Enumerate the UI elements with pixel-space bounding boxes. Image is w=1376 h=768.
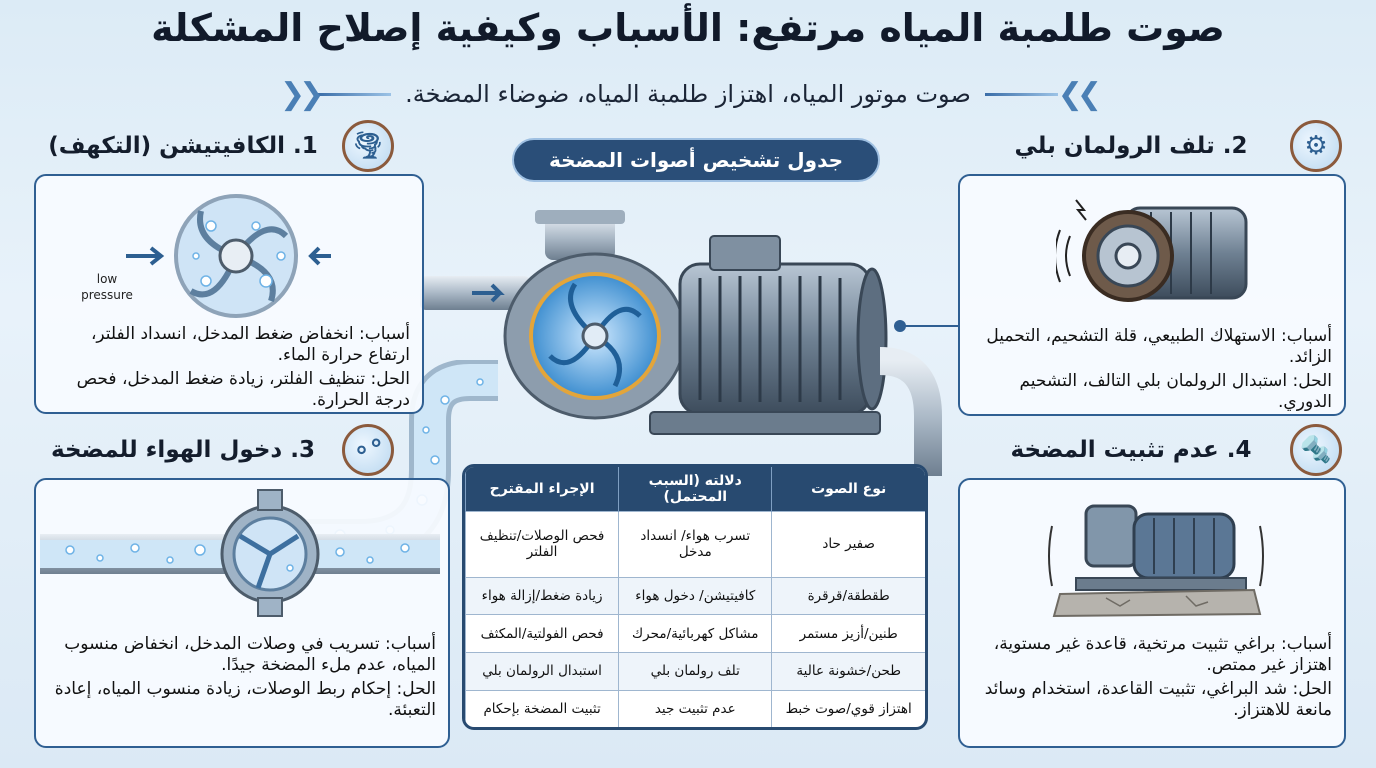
section-bearing-title: 2. تلف الرولمان بلي — [1014, 133, 1248, 159]
col-header-action: الإجراء المقترح — [465, 467, 619, 511]
table-cell: زيادة ضغط/إزالة هواء — [465, 576, 619, 615]
mounting-text: أسباب: براغي تثبيت مرتخية، قاعدة غير مست… — [974, 634, 1332, 723]
motor-endcap — [856, 267, 888, 411]
col-header-cause: دلالته (السبب المحتمل) — [618, 467, 772, 511]
table-cell: طحن/خشونة عالية — [771, 652, 925, 691]
table-row: طنين/أزيز مستمر مشاكل كهربائية/محرك فحص … — [465, 614, 925, 653]
outlet-flange — [535, 210, 625, 224]
bubbles-icon: ∘° — [342, 424, 394, 476]
cavitation-causes: أسباب: انخفاض ضغط المدخل، انسداد الفلتر،… — [90, 324, 410, 366]
table-cell: عدم تثبيت جيد — [618, 689, 772, 727]
air-fix: الحل: إحكام ربط الوصلات، زيادة منسوب الم… — [54, 678, 436, 720]
table-cell: طقطقة/قرقرة — [771, 576, 925, 615]
table-row: اهتزاز قوي/صوت خبط عدم تثبيت جيد تثبيت ا… — [465, 689, 925, 727]
cavitation-fix: الحل: تنظيف الفلتر، زيادة ضغط المدخل، فح… — [76, 368, 410, 410]
bearing-text: أسباب: الاستهلاك الطبيعي، قلة التشحيم، ا… — [974, 326, 1332, 415]
page-subtitle: صوت موتور المياه، اهتزاز طلمبة المياه، ض… — [405, 80, 971, 108]
air-causes: أسباب: تسريب في وصلات المدخل، انخفاض منس… — [64, 634, 436, 676]
table-row: صفير حاد تسرب هواء/ انسداد مدخل فحص الوص… — [465, 510, 925, 578]
table-cell: استبدال الرولمان بلي — [465, 652, 619, 691]
label-line: low — [96, 272, 118, 286]
flow-arrow-icon — [472, 283, 505, 303]
table-header-row: نوع الصوت دلالته (السبب المحتمل) الإجراء… — [465, 467, 925, 511]
section-air-header: ∘° 3. دخول الهواء للمضخة — [34, 424, 394, 476]
section-bearing-header: 2. تلف الرولمان بلي ⚙ — [982, 120, 1342, 172]
table-row: طقطقة/قرقرة كافيتيشن/ دخول هواء زيادة ضغ… — [465, 576, 925, 615]
table-cell: كافيتيشن/ دخول هواء — [618, 576, 772, 615]
chevron-right-icon: ❯❯ — [1057, 76, 1102, 112]
label-line: pressure — [81, 287, 133, 302]
outlet-pipe — [545, 216, 615, 260]
mounting-diagram — [1048, 504, 1264, 618]
low-pressure-label: low pressure — [62, 272, 152, 303]
section-mounting-title: 4. عدم تثبيت المضخة — [1010, 437, 1252, 463]
arrow-left-icon — [308, 246, 331, 266]
bearing-card: أسباب: الاستهلاك الطبيعي، قلة التشحيم، ا… — [958, 174, 1346, 416]
air-diagram — [40, 489, 440, 617]
terminal-box — [709, 235, 781, 271]
pump-base — [649, 411, 881, 435]
table-cell: طنين/أزيز مستمر — [771, 614, 925, 653]
air-card: أسباب: تسريب في وصلات المدخل، انخفاض منس… — [34, 478, 450, 748]
screw-icon: 🔩 — [1290, 424, 1342, 476]
divider — [984, 92, 1058, 96]
cavitation-card: low pressure أسباب: انخفاض ضغط المدخل، ا… — [34, 174, 424, 414]
table-row: طحن/خشونة عالية تلف رولمان بلي استبدال ا… — [465, 652, 925, 691]
table-cell: صفير حاد — [771, 510, 925, 578]
table-cell: تسرب هواء/ انسداد مدخل — [618, 510, 772, 578]
divider — [318, 92, 392, 96]
bearing-causes: أسباب: الاستهلاك الطبيعي، قلة التشحيم، ا… — [986, 326, 1332, 368]
side-pipe — [879, 347, 942, 476]
chevron-left-icon: ❮❮ — [279, 76, 324, 112]
diagnosis-table: نوع الصوت دلالته (السبب المحتمل) الإجراء… — [462, 464, 928, 730]
vibration-icon — [1056, 229, 1071, 283]
section-mounting-header: 4. عدم تثبيت المضخة 🔩 — [982, 424, 1342, 476]
air-text: أسباب: تسريب في وصلات المدخل، انخفاض منس… — [50, 634, 436, 723]
gear-icon: ⚙ — [1290, 120, 1342, 172]
mounting-fix: الحل: شد البراغي، تثبيت القاعدة، استخدام… — [984, 678, 1332, 720]
cavitation-diagram — [126, 194, 331, 318]
cavitation-text: أسباب: انخفاض ضغط المدخل، انسداد الفلتر،… — [50, 324, 410, 413]
col-header-sound-type: نوع الصوت — [771, 467, 925, 511]
section-cavitation-title: 1. الكافيتيشن (التكهف) — [48, 133, 318, 159]
table-cell: مشاكل كهربائية/محرك — [618, 614, 772, 653]
section-air-title: 3. دخول الهواء للمضخة — [51, 437, 315, 463]
section-cavitation-header: 🌪 1. الكافيتيشن (التكهف) — [34, 120, 394, 172]
table-cell: تلف رولمان بلي — [618, 652, 772, 691]
page-title: صوت طلمبة المياه مرتفع: الأسباب وكيفية إ… — [151, 6, 1225, 50]
table-cell: تثبيت المضخة بإحكام — [465, 689, 619, 727]
mounting-card: أسباب: براغي تثبيت مرتخية، قاعدة غير مست… — [958, 478, 1346, 748]
table-cell: فحص الفولتية/المكثف — [465, 614, 619, 653]
bearing-fix: الحل: استبدال الرولمان بلي التالف، التشح… — [1019, 370, 1332, 412]
table-cell: اهتزاز قوي/صوت خبط — [771, 689, 925, 727]
tornado-icon: 🌪 — [342, 120, 394, 172]
table-cell: فحص الوصلات/تنظيف الفلتر — [465, 510, 619, 578]
arrow-right-icon — [126, 246, 165, 266]
bearing-diagram — [1056, 199, 1248, 302]
table-caption: جدول تشخيص أصوات المضخة — [512, 138, 880, 182]
spark-icon — [1075, 199, 1087, 221]
pump-illustration — [420, 210, 960, 476]
subtitle-row: ❯❯ صوت موتور المياه، اهتزاز طلمبة المياه… — [279, 72, 1102, 116]
mounting-causes: أسباب: براغي تثبيت مرتخية، قاعدة غير مست… — [993, 634, 1332, 676]
vibration-icon — [1048, 525, 1264, 587]
